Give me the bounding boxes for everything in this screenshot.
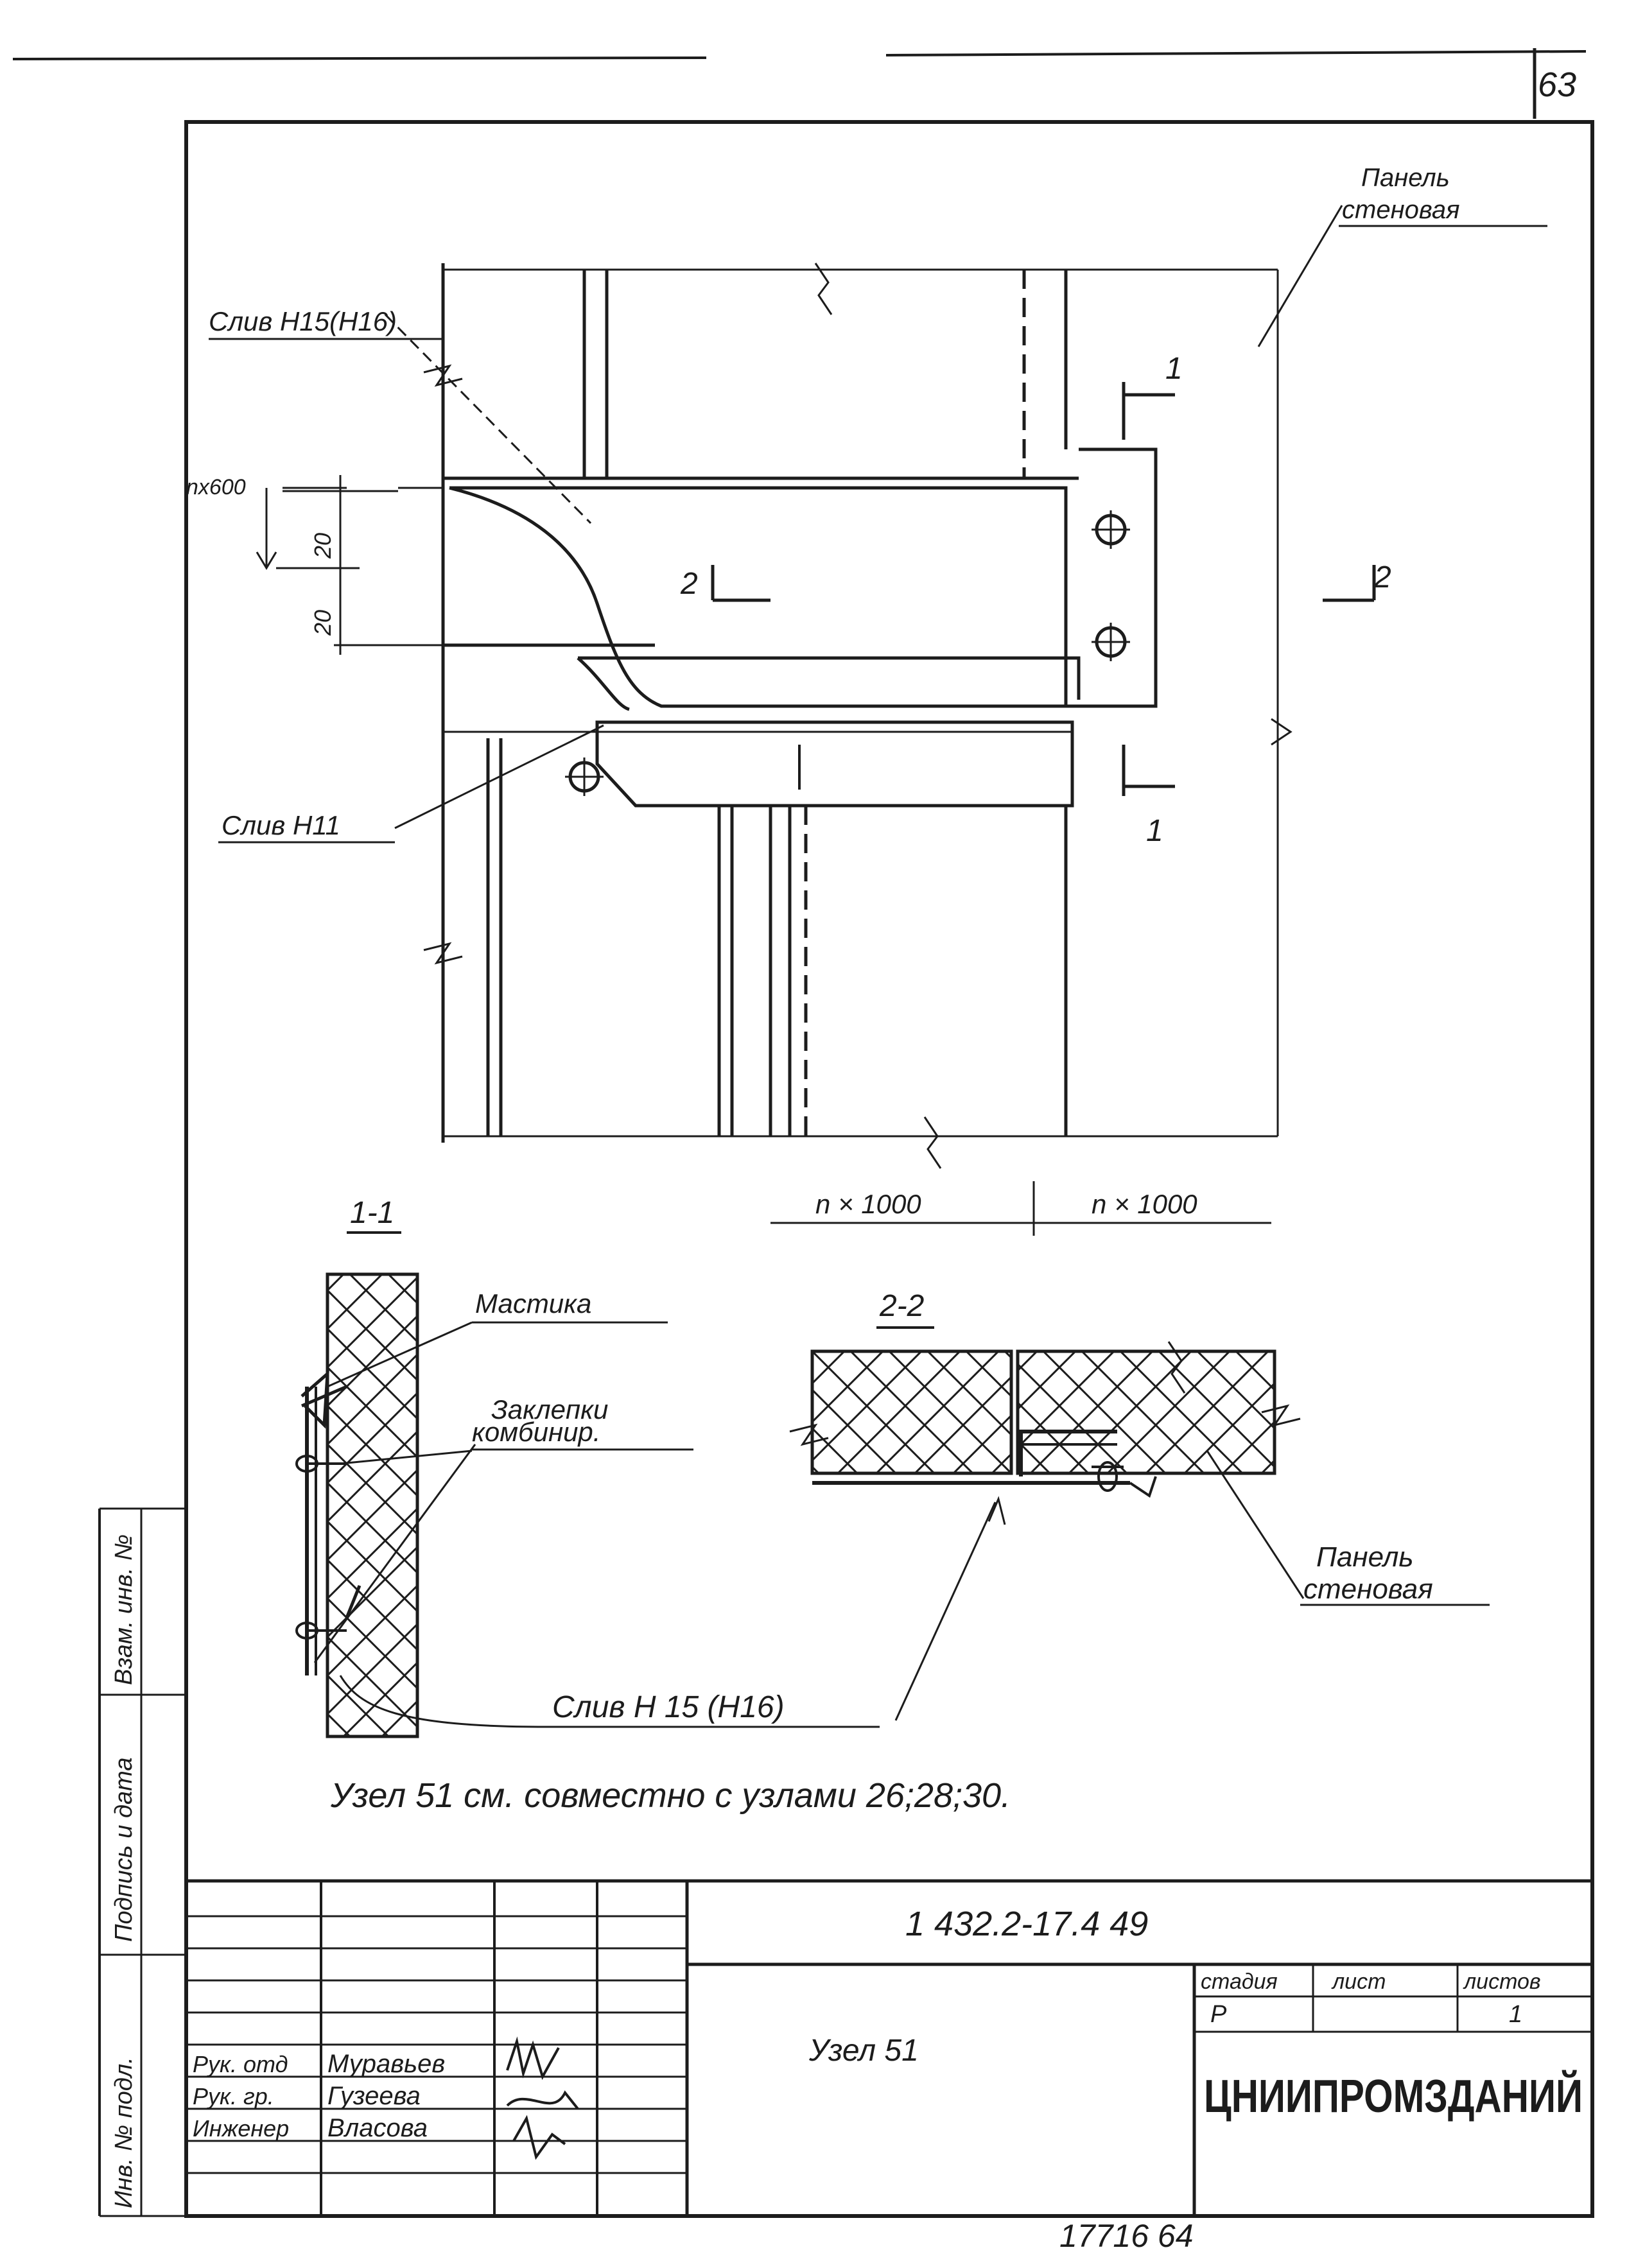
col-sheets: листов bbox=[1463, 1969, 1541, 1994]
drawing-name: Узел 51 bbox=[808, 2034, 919, 2068]
val-stage: Р bbox=[1210, 2001, 1227, 2028]
staff-name-1: Муравьев bbox=[327, 2050, 445, 2078]
stamp-inv-orig: Инв. № подл. bbox=[110, 2057, 137, 2208]
stamp-inv-dup: Взам. инв. № bbox=[110, 1534, 137, 1685]
section-2-2-title: 2-2 bbox=[879, 1289, 924, 1323]
label-panel-section-line1: Панель bbox=[1316, 1541, 1414, 1573]
stamp-sign-date: Подпись и дата bbox=[110, 1758, 137, 1942]
doc-code: 1 432.2-17.4 49 bbox=[905, 1905, 1148, 1943]
bottom-numbers: 17716 64 bbox=[1059, 2218, 1194, 2254]
organization: ЦНИИПРОМЗДАНИЙ bbox=[1204, 2070, 1583, 2122]
cut-1-top: 1 bbox=[1165, 352, 1183, 386]
label-rivets-line1: Заклепки bbox=[491, 1394, 608, 1424]
drawing-frame bbox=[184, 120, 1594, 2218]
label-drain-bottom: Слив Н11 bbox=[222, 810, 340, 840]
dim-left-top: nх600 bbox=[186, 475, 246, 499]
col-sheet: лист bbox=[1331, 1969, 1386, 1994]
label-drain-section: Слив Н 15 (Н16) bbox=[552, 1690, 785, 1724]
top-edge-lines bbox=[12, 48, 1587, 119]
cut-2-left: 2 bbox=[680, 567, 698, 601]
section-2-2 bbox=[789, 1341, 1305, 1721]
plan-view bbox=[256, 205, 1376, 1236]
signature-2 bbox=[506, 2090, 579, 2110]
cut-2-right: 2 bbox=[1373, 560, 1391, 594]
note-text: Узел 51 см. совместно с узлами 26;28;30. bbox=[330, 1776, 1011, 1815]
staff-role-2: Рук. гр. bbox=[193, 2083, 274, 2109]
staff-role-1: Рук. отд bbox=[193, 2051, 288, 2077]
dim-20-a: 20 bbox=[309, 533, 336, 559]
side-stamp bbox=[98, 1507, 186, 2217]
section-1-1-title: 1-1 bbox=[350, 1196, 394, 1230]
label-panel-top-line2: стеновая bbox=[1342, 196, 1459, 224]
staff-name-2: Гузеева bbox=[327, 2082, 421, 2110]
label-panel-top-line1: Панель bbox=[1361, 164, 1450, 192]
label-mastic: Мастика bbox=[475, 1288, 591, 1319]
section-1-1 bbox=[295, 1272, 880, 1738]
label-drain-top: Слив Н15(Н16) bbox=[209, 306, 397, 336]
staff-role-3: Инженер bbox=[193, 2115, 289, 2142]
col-stage: стадия bbox=[1201, 1969, 1278, 1994]
cut-1-bottom: 1 bbox=[1146, 814, 1163, 848]
signature-1 bbox=[506, 2036, 560, 2081]
staff-name-3: Власова bbox=[327, 2114, 428, 2142]
page-number: 63 bbox=[1538, 65, 1576, 104]
dim-20-b: 20 bbox=[309, 610, 336, 636]
signature-3 bbox=[512, 2115, 566, 2160]
dim-bottom-right: n × 1000 bbox=[1092, 1189, 1197, 1219]
title-block bbox=[186, 1879, 1592, 2216]
val-sheets: 1 bbox=[1509, 2001, 1522, 2028]
label-rivets-line2: комбинир. bbox=[472, 1417, 600, 1447]
dim-bottom-left: n × 1000 bbox=[815, 1189, 921, 1219]
label-panel-section-line2: стеновая bbox=[1303, 1573, 1433, 1605]
